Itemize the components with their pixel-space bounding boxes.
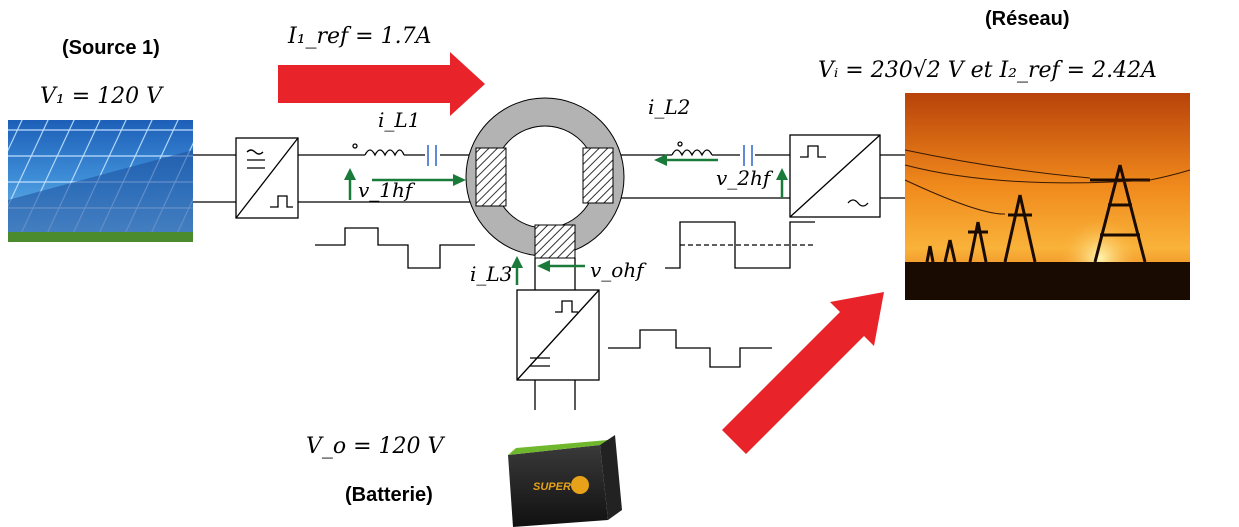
toroid-transformer [466, 98, 624, 258]
capacitor-c2 [744, 145, 752, 166]
v2hf-label: v_2hf [716, 166, 770, 190]
waveform-2 [665, 222, 815, 268]
inductor-l2 [672, 142, 712, 155]
i1ref-equation: I₁_ref = 1.7A [288, 24, 431, 49]
vohf-label: v_ohf [590, 258, 644, 282]
waveform-3 [608, 330, 772, 367]
reseau-label: (Réseau) [985, 8, 1069, 31]
vo-equation: V_o = 120 V [306, 434, 443, 459]
power-line-image [905, 93, 1190, 300]
batterie-label: (Batterie) [345, 484, 433, 507]
battery-brand: SUPER [533, 481, 571, 493]
capacitor-c1 [428, 145, 436, 166]
converter-grid-icon [790, 135, 880, 217]
power-flow-arrow-grid [722, 292, 884, 454]
source1-label: (Source 1) [62, 37, 160, 60]
il2-label: i_L2 [648, 95, 690, 119]
vi-equation: Vᵢ = 230√2 V et I₂_ref = 2.42A [818, 58, 1157, 83]
battery-image: SUPER [508, 435, 622, 527]
il3-label: i_L3 [470, 262, 512, 286]
power-flow-arrow-source [278, 52, 485, 116]
inductor-l1 [353, 144, 404, 155]
il1-label: i_L1 [378, 108, 420, 132]
waveform-1 [315, 228, 475, 268]
v1-equation: V₁ = 120 V [40, 84, 162, 109]
v1hf-label: v_1hf [358, 178, 412, 202]
inverter-icon [236, 138, 298, 218]
converter-battery-icon [517, 290, 599, 380]
solar-panel-image [8, 120, 193, 242]
